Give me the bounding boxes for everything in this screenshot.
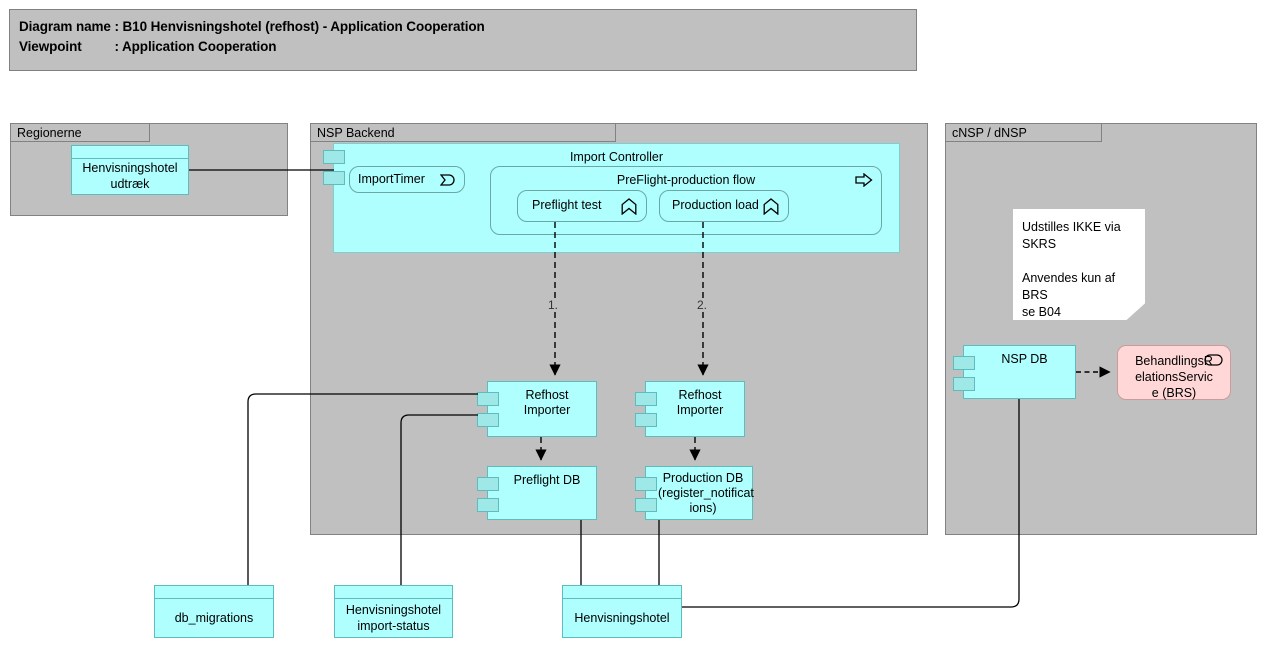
element-henvisningshotel-udtraek[interactable]: Henvisningshotel udtræk (71, 145, 189, 195)
diagram-title-box: Diagram name : B10 Henvisningshotel (ref… (9, 9, 917, 71)
component-tabs (635, 392, 657, 427)
element-label: Henvisningshotel import-status (345, 602, 442, 633)
element-label: db_migrations (174, 610, 254, 625)
application-process-icon (855, 172, 873, 190)
brs-line-1: BehandlingsR (1135, 354, 1213, 368)
component-tab-icon-2 (635, 498, 657, 512)
group-nsp-backend-label: NSP Backend (310, 123, 616, 142)
preflight-production-flow-label: PreFlight-production flow (616, 173, 756, 187)
brs-line-3: e (BRS) (1151, 386, 1197, 400)
element-henvisningshotel[interactable]: Henvisningshotel (562, 585, 682, 638)
element-import-timer[interactable]: ImportTimer (349, 166, 465, 193)
element-db-migrations[interactable]: db_migrations (154, 585, 274, 638)
element-refhost-importer-left[interactable]: Refhost Importer (477, 381, 597, 437)
component-tabs (635, 477, 657, 512)
component-tab-icon (635, 392, 657, 406)
note-spacer (1022, 253, 1137, 270)
element-nsp-db[interactable]: NSP DB (953, 345, 1076, 399)
diagram-name-line: Diagram name : B10 Henvisningshotel (ref… (19, 19, 485, 34)
note-line-1: Udstilles IKKE via SKRS (1022, 220, 1121, 251)
component-tabs (477, 392, 499, 427)
component-tab-icon-2 (953, 377, 975, 391)
element-label: NSP DB (1001, 352, 1048, 366)
component-tab-icon (477, 477, 499, 491)
component-tab-icon (477, 392, 499, 406)
box-header-band (563, 586, 681, 599)
group-cnsp-dnsp: cNSP / dNSP (945, 123, 1257, 535)
element-refhost-importer-right[interactable]: Refhost Importer (635, 381, 745, 437)
element-label: Refhost Importer (676, 388, 724, 417)
element-preflight-db[interactable]: Preflight DB (477, 466, 597, 520)
application-component-icon-2 (323, 171, 345, 185)
component-tab-icon (635, 477, 657, 491)
element-production-db[interactable]: Production DB (register_notificat ions) (635, 466, 754, 520)
note-skrs-brs: Udstilles IKKE via SKRS Anvendes kun af … (1013, 209, 1145, 320)
flow-step-1-label: 1. (547, 298, 560, 312)
note-line-2: Anvendes kun af BRS (1022, 271, 1116, 302)
preflight-test-label: Preflight test (532, 198, 602, 212)
element-preflight-test[interactable]: Preflight test (517, 190, 647, 222)
component-tab-icon-2 (477, 498, 499, 512)
element-preflight-production-flow[interactable]: PreFlight-production flow (490, 166, 882, 235)
component-tabs (477, 477, 499, 512)
application-function-icon (621, 198, 637, 218)
import-controller-label: Import Controller (569, 150, 664, 164)
box-header-band (155, 586, 273, 599)
application-service-icon (1204, 354, 1223, 370)
application-function-icon-2 (763, 198, 779, 218)
element-brs-service[interactable]: BehandlingsR elationsServic e (BRS) (1117, 345, 1231, 400)
element-label: Henvisningshotel udtræk (82, 161, 178, 191)
element-henvisningshotel-import-status[interactable]: Henvisningshotel import-status (334, 585, 453, 638)
flow-step-2-label: 2. (696, 298, 709, 312)
application-event-icon (439, 173, 457, 190)
application-component-icon (323, 150, 345, 164)
element-label: Preflight DB (513, 473, 581, 487)
group-regionerne-label: Regionerne (10, 123, 150, 142)
component-tabs (953, 356, 975, 391)
production-load-label: Production load (672, 198, 759, 212)
element-production-load[interactable]: Production load (659, 190, 789, 222)
box-header-band (335, 586, 452, 599)
component-tab-icon (953, 356, 975, 370)
element-label: Henvisningshotel (574, 610, 670, 625)
import-timer-label: ImportTimer (358, 172, 425, 186)
viewpoint-line: Viewpoint : Application Cooperation (19, 39, 277, 54)
note-line-3: se B04 (1022, 305, 1061, 319)
component-tab-icon-2 (635, 413, 657, 427)
box-header-band (72, 146, 188, 159)
brs-line-2: elationsServic (1135, 370, 1213, 384)
component-tab-icon-2 (477, 413, 499, 427)
element-label: Production DB (register_notificat ions) (658, 471, 754, 515)
group-cnsp-dnsp-label: cNSP / dNSP (945, 123, 1102, 142)
element-label: Refhost Importer (523, 388, 571, 417)
